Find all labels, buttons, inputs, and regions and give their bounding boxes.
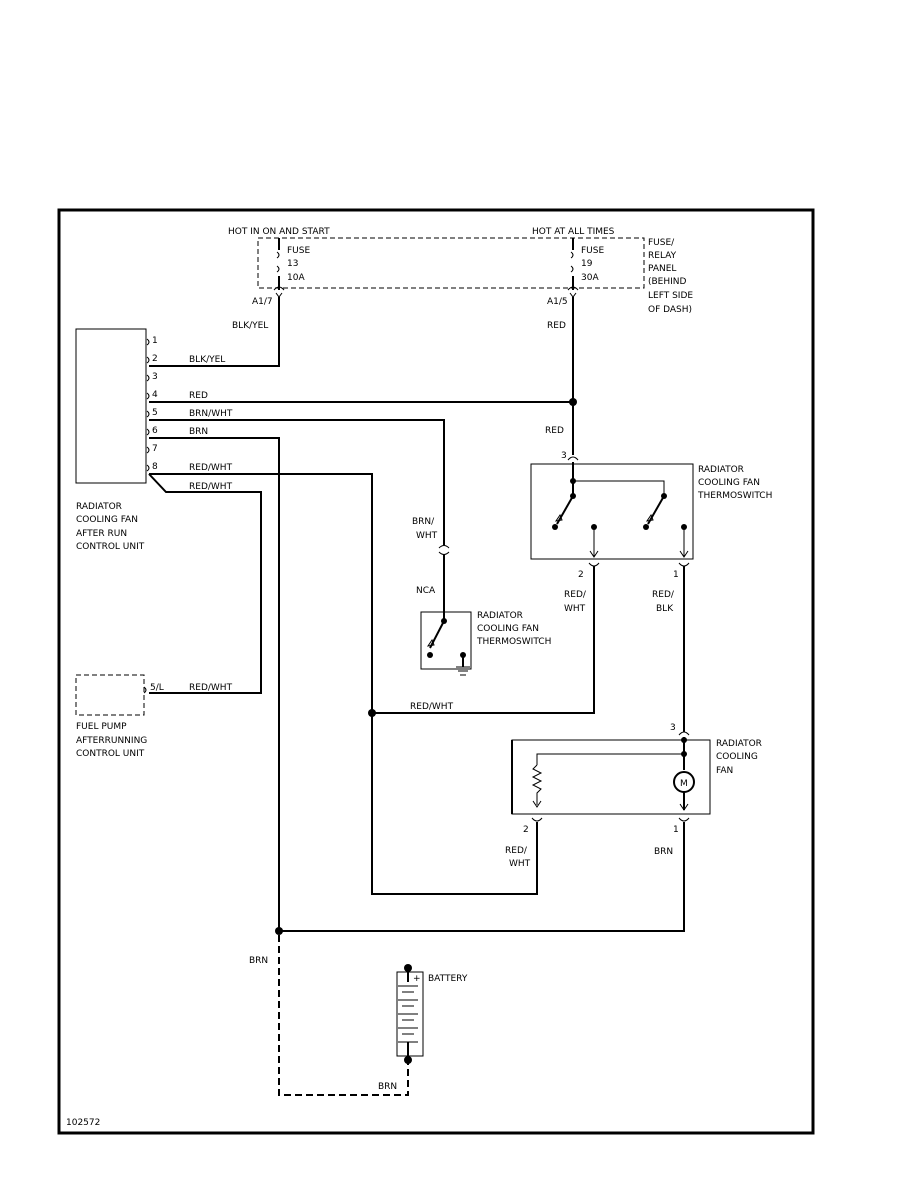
conn-a17: A1/7 — [252, 297, 273, 307]
fuel-pump-pin: 5/L — [150, 683, 164, 693]
thermoswitch-small-label-2: COOLING FAN — [477, 624, 539, 634]
afterrun-pin-2: 2 — [152, 354, 158, 364]
wire-label-red-mid: RED — [545, 426, 564, 436]
wire-label-brn-fan1: BRN — [654, 847, 673, 857]
figure-id: 102572 — [66, 1118, 100, 1128]
radiator-cooling-fan: 3 M 2 1 RADIATOR COOLING FAN — [511, 723, 762, 835]
diagram-frame — [57, 208, 815, 1135]
fuse-panel-title-2: RELAY — [648, 251, 677, 261]
fan-pin1: 1 — [673, 825, 679, 835]
wire-label-red-wht-pin8: RED/WHT — [189, 463, 233, 473]
hot-all-times-label: HOT AT ALL TIMES — [532, 227, 615, 237]
wire-label-red-blk-1: RED/ — [652, 590, 675, 600]
wire-brn-wht — [149, 419, 445, 545]
thermoswitch-main-pin3: 3 — [561, 451, 567, 461]
fuel-pump-label-1: FUEL PUMP — [76, 722, 127, 732]
fuse19-rating: 30A — [581, 273, 599, 283]
wire-brn-ground-dashed — [278, 935, 409, 1096]
afterrun-pin-8: 8 — [152, 462, 158, 472]
afterrun-label-2: COOLING FAN — [76, 515, 138, 525]
fuse-panel-box — [257, 237, 645, 289]
afterrun-label-1: RADIATOR — [76, 502, 122, 512]
afterrun-unit-box — [75, 328, 147, 484]
afterrun-pin-5: 5 — [152, 408, 158, 418]
hot-on-start-label: HOT IN ON AND START — [228, 227, 330, 237]
wire-label-red-wht-ts2-2: WHT — [564, 604, 586, 614]
wire-blk-yel — [149, 297, 280, 367]
wire-label-blk-yel-pin2: BLK/YEL — [189, 355, 225, 365]
wire-label-red-wht-ts2-1: RED/ — [564, 590, 587, 600]
wire-label-brn-pin6: BRN — [189, 427, 208, 437]
wire-label-brn-wht-1: BRN/ — [412, 517, 435, 527]
thermoswitch-main-pin1: 1 — [673, 570, 679, 580]
afterrun-pin-6: 6 — [152, 426, 158, 436]
wire-label-red-pin4: RED — [189, 391, 208, 401]
wire-red-wht-fan2 — [371, 713, 538, 895]
thermoswitch-small: RADIATOR COOLING FAN THERMOSWITCH — [420, 611, 551, 676]
wire-red-wht-pin8 — [149, 473, 373, 713]
thermoswitch-main-label-2: COOLING FAN — [698, 478, 760, 488]
wire-label-red-wht-fan2-1: RED/ — [505, 846, 528, 856]
fuse13-rating: 10A — [287, 273, 305, 283]
wire-label-red-top: RED — [547, 321, 566, 331]
fuse19-label: FUSE — [581, 246, 604, 256]
wire-brn-fan1 — [279, 822, 685, 932]
fuse13-label: FUSE — [287, 246, 310, 256]
afterrun-pin-4: 4 — [152, 390, 158, 400]
wire-label-red-wht-bottom: RED/WHT — [410, 702, 454, 712]
fuse19-number: 19 — [581, 259, 593, 269]
wire-red-wht-pin8b — [148, 473, 262, 694]
wire-red-wht-ts2 — [372, 566, 595, 714]
fuel-pump-unit-box — [75, 674, 145, 716]
thermoswitch-main-label-3: THERMOSWITCH — [697, 491, 772, 501]
fuse-panel-title-1: FUSE/ — [648, 238, 675, 248]
fuel-pump-label-3: CONTROL UNIT — [76, 749, 145, 759]
battery: + BATTERY — [396, 964, 468, 1064]
fuse-panel-title-5: LEFT SIDE — [648, 291, 693, 301]
nca-label: NCA — [416, 586, 436, 596]
wire-label-blk-yel-top: BLK/YEL — [232, 321, 268, 331]
wire-label-red-wht-fp: RED/WHT — [189, 683, 233, 693]
wire-label-brn-wht-2: WHT — [416, 531, 438, 541]
fan-label-2: COOLING — [716, 752, 758, 762]
wire-label-brn-left: BRN — [249, 956, 268, 966]
fuel-pump-label-2: AFTERRUNNING — [76, 736, 147, 746]
wire-label-red-blk-2: BLK — [656, 604, 674, 614]
fuse-panel-title-6: OF DASH) — [648, 305, 692, 315]
splice-brn — [275, 927, 283, 935]
fuse-panel-title-3: PANEL — [648, 264, 676, 274]
fan-motor-label: M — [680, 779, 688, 789]
battery-label: BATTERY — [428, 974, 468, 984]
afterrun-label-3: AFTER RUN — [76, 529, 127, 539]
fuse-relay-panel: HOT IN ON AND START HOT AT ALL TIMES FUS… — [228, 227, 693, 315]
splice-red — [569, 398, 577, 406]
fan-pin3: 3 — [670, 723, 676, 733]
afterrun-control-unit: RADIATOR COOLING FAN AFTER RUN CONTROL U… — [75, 328, 158, 552]
afterrun-pin-1: 1 — [152, 336, 158, 346]
fan-pin2: 2 — [523, 825, 529, 835]
thermoswitch-small-label-3: THERMOSWITCH — [476, 637, 551, 647]
fuse-panel-title-4: (BEHIND — [648, 277, 687, 287]
wire-brn-pin6 — [149, 437, 280, 931]
thermoswitch-main: 3 2 1 RADIATOR COOLING FAN THERMOSWITCH — [530, 451, 772, 580]
afterrun-pin-7: 7 — [152, 444, 158, 454]
afterrun-label-4: CONTROL UNIT — [76, 542, 145, 552]
conn-a15: A1/5 — [547, 297, 568, 307]
afterrun-pin-3: 3 — [152, 372, 158, 382]
thermoswitch-main-pin2: 2 — [578, 570, 584, 580]
fan-label-1: RADIATOR — [716, 739, 762, 749]
fan-label-3: FAN — [716, 766, 733, 776]
wire-label-red-wht-pin8b: RED/WHT — [189, 482, 233, 492]
wire-label-brn-bottom: BRN — [378, 1082, 397, 1092]
wire-label-brn-wht-pin5: BRN/WHT — [189, 409, 233, 419]
thermoswitch-small-label-1: RADIATOR — [477, 611, 523, 621]
fuel-pump-control-unit: 5/L RED/WHT FUEL PUMP AFTERRUNNING CONTR… — [75, 674, 233, 759]
battery-plus: + — [413, 974, 421, 984]
fuse13-number: 13 — [287, 259, 298, 269]
wire-label-red-wht-fan2-2: WHT — [509, 859, 531, 869]
thermoswitch-main-label-1: RADIATOR — [698, 465, 744, 475]
